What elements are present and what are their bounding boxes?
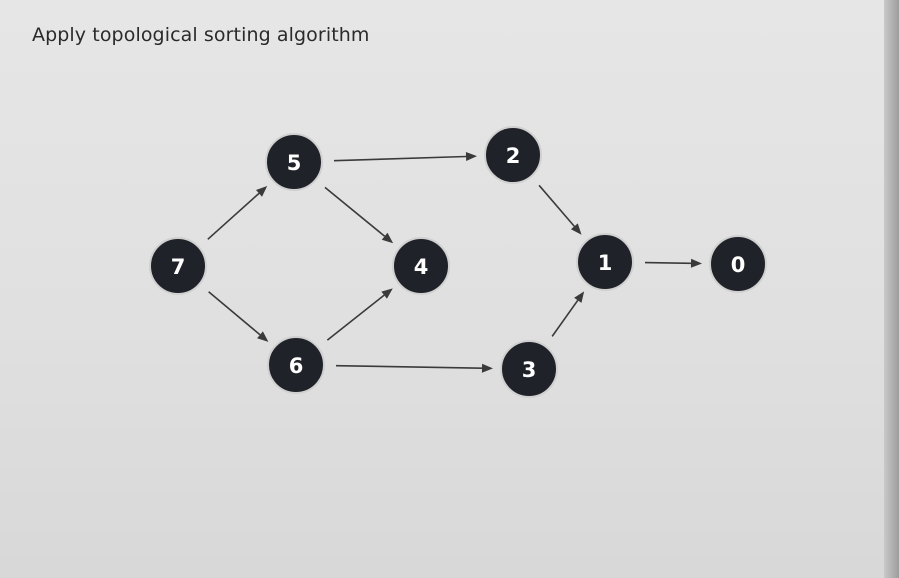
node-circle (265, 133, 323, 191)
edge-1-to-0 (644, 258, 703, 268)
edge-line (208, 291, 261, 336)
edge-line (551, 299, 579, 337)
edge-line (333, 155, 467, 162)
edge-line (644, 261, 692, 265)
node-label: 5 (287, 151, 302, 175)
node-label: 7 (171, 255, 186, 279)
node-circle (484, 126, 542, 184)
node-5: 5 (265, 133, 323, 191)
node-7: 7 (149, 237, 207, 295)
nodes-layer: 5 2 7 4 1 0 6 3 (149, 126, 767, 398)
node-label: 6 (289, 354, 304, 378)
arrowhead (381, 288, 393, 299)
arrowhead (256, 186, 268, 197)
arrowhead (574, 291, 585, 303)
instruction-text: Apply topological sorting algorithm (32, 24, 370, 46)
edge-7-to-5 (207, 186, 268, 240)
node-label: 3 (522, 358, 537, 382)
edge-line (324, 186, 386, 237)
arrowhead (690, 258, 703, 268)
node-label: 0 (731, 253, 746, 277)
edge-line (207, 192, 260, 240)
node-label: 2 (506, 144, 521, 168)
node-4: 4 (392, 237, 450, 295)
arrowhead (481, 363, 494, 373)
screen-edge (884, 0, 899, 578)
edge-line (335, 364, 483, 369)
edge-3-to-1 (551, 291, 585, 337)
edges-layer (207, 152, 703, 373)
node-label: 1 (598, 251, 613, 275)
node-label: 4 (414, 255, 429, 279)
edge-5-to-2 (333, 152, 478, 162)
node-0: 0 (709, 235, 767, 293)
edge-6-to-3 (335, 363, 494, 373)
node-circle (576, 233, 634, 291)
edge-6-to-4 (326, 288, 393, 341)
node-circle (267, 336, 325, 394)
node-circle (500, 340, 558, 398)
node-circle (709, 235, 767, 293)
arrowhead (465, 152, 478, 161)
arrowhead (381, 232, 394, 244)
edge-line (326, 294, 385, 341)
node-2: 2 (484, 126, 542, 184)
arrowhead (257, 331, 269, 342)
edge-5-to-4 (324, 186, 394, 244)
node-3: 3 (500, 340, 558, 398)
edge-2-to-1 (538, 184, 582, 235)
node-circle (392, 237, 450, 295)
node-6: 6 (267, 336, 325, 394)
edge-7-to-6 (208, 291, 269, 342)
node-circle (149, 237, 207, 295)
edge-line (538, 184, 575, 227)
arrowhead (570, 223, 582, 235)
node-1: 1 (576, 233, 634, 291)
